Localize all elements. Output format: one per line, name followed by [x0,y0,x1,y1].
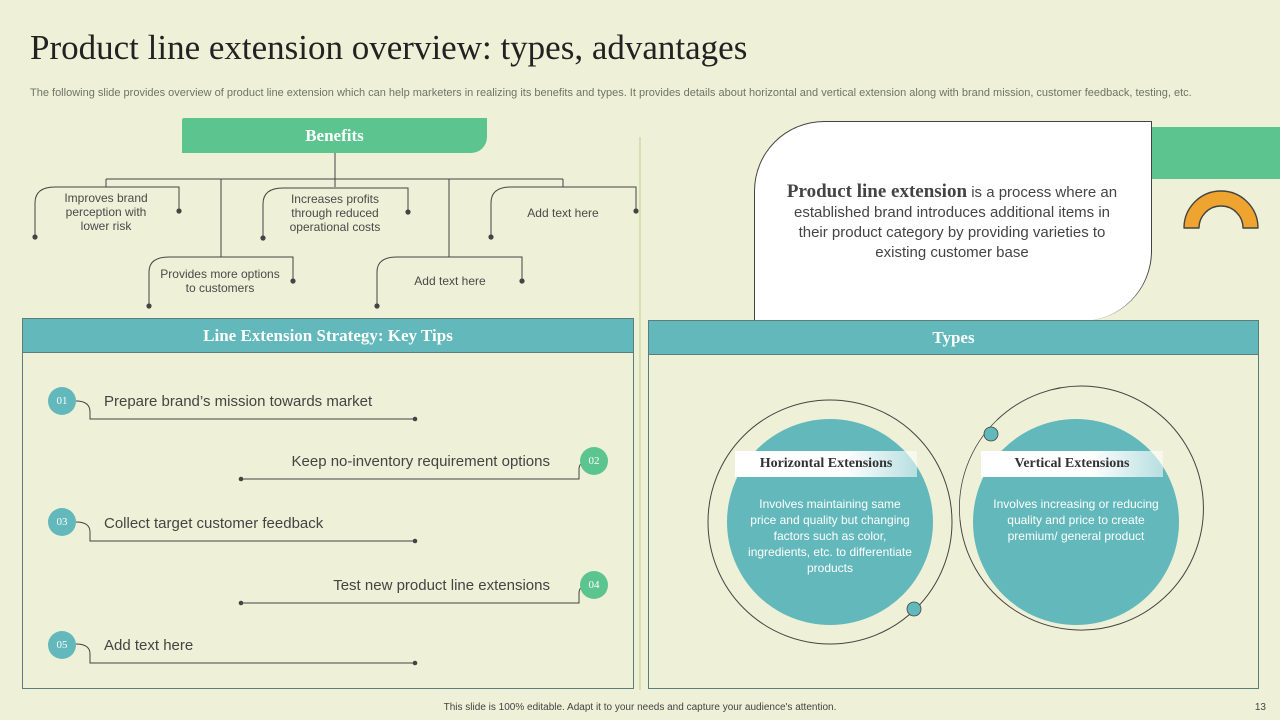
tip-number: 01 [48,387,76,415]
types-panel: Types [648,320,1259,689]
benefit-item: Add text here [414,274,486,288]
arc-icon [1183,190,1259,229]
benefit-item: Add text here [527,206,599,220]
benefit-item: Provides more options to customers [160,267,280,295]
tip-text: Collect target customer feedback [104,515,324,532]
tips-panel: Line Extension Strategy: Key Tips [22,318,634,689]
tip-number: 03 [48,508,76,536]
tip-text: Test new product line extensions [333,577,550,594]
tip-number: 04 [580,571,608,599]
tip-text: Add text here [104,637,194,654]
tips-header: Line Extension Strategy: Key Tips [23,319,633,353]
benefits-header: Benefits [182,118,487,153]
benefit-item: Improves brand perception with lower ris… [64,191,148,233]
definition-term: Product line extension [786,181,968,202]
accent-band [1152,127,1280,179]
page-number: 13 [1254,702,1266,713]
definition-body: is a process where an established brand … [793,184,1118,261]
type-label: Horizontal Extensions [735,451,917,477]
type-description: Involves maintaining same price and qual… [748,497,912,575]
footer-note: This slide is 100% editable. Adapt it to… [443,702,837,713]
tip-number: 02 [580,447,608,475]
type-label: Vertical Extensions [981,451,1163,477]
type-description: Involves increasing or reducing quality … [993,497,1159,543]
page-subtitle: The following slide provides overview of… [30,87,1192,99]
tip-text: Prepare brand’s mission towards market [104,393,373,410]
page-title: Product line extension overview: types, … [30,28,748,67]
benefit-item: Increases profits through reduced operat… [289,192,381,234]
definition-text: Product line extension is a process wher… [782,182,1122,263]
definition-card [754,121,1152,321]
tip-text: Keep no-inventory requirement options [291,453,551,470]
tip-number: 05 [48,631,76,659]
types-header: Types [649,321,1258,355]
